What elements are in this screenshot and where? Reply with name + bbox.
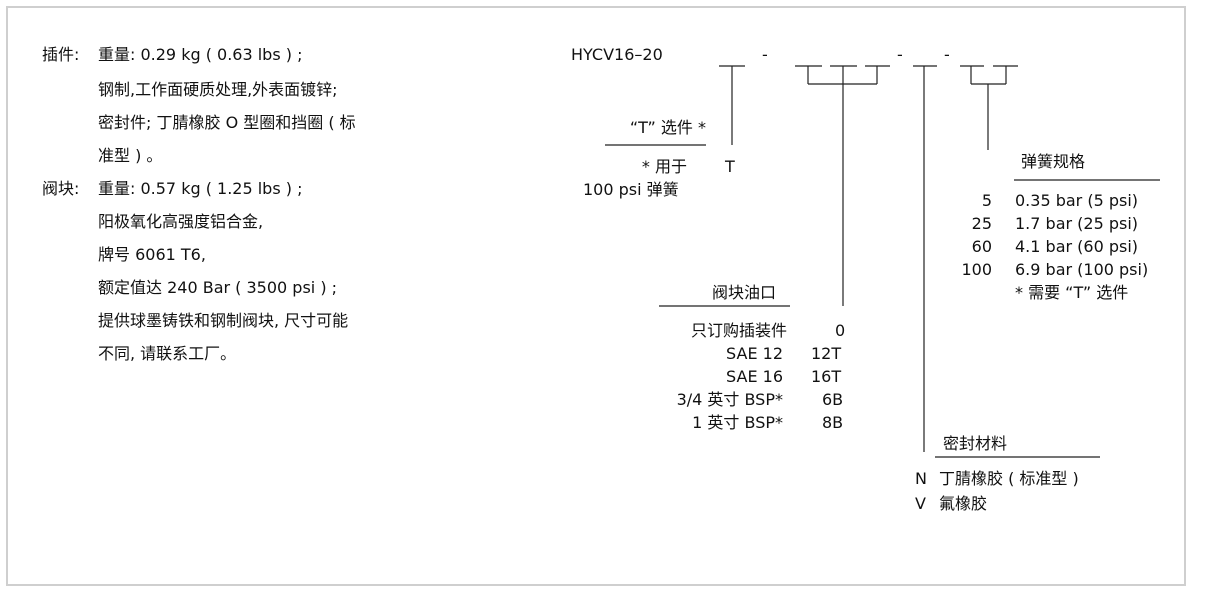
- t-option-note: * 用于: [641, 157, 687, 176]
- port-option-code: 8B: [822, 413, 844, 432]
- body-line: 不同, 请联系工厂。: [98, 344, 237, 363]
- t-option-title: “T” 选件 *: [629, 118, 706, 137]
- port-option-label: 只订购插装件: [690, 321, 787, 340]
- ports-title: 阀块油口: [712, 283, 777, 302]
- spring-option-code: 25: [971, 214, 992, 233]
- body-line: 阳极氧化高强度铝合金,: [98, 212, 264, 231]
- springs-title: 弹簧规格: [1021, 152, 1086, 171]
- seal-option-label: 氟橡胶: [939, 494, 988, 513]
- cartridge-line: 准型 ) 。: [98, 146, 163, 165]
- spring-option-code: 100: [961, 260, 992, 279]
- cartridge-weight: 重量: 0.29 kg ( 0.63 lbs ) ;: [98, 45, 303, 64]
- model-code: HYCV16–20: [571, 45, 663, 64]
- spring-option-code: 60: [971, 237, 992, 256]
- code-separator: -: [944, 45, 950, 64]
- body-line: 额定值达 240 Bar ( 3500 psi ) ;: [98, 278, 338, 297]
- spring-option-code: 5: [981, 191, 992, 210]
- spring-option-label: 4.1 bar (60 psi): [1015, 237, 1139, 256]
- spring-option-label: 1.7 bar (25 psi): [1015, 214, 1139, 233]
- port-option-label: SAE 16: [726, 367, 783, 386]
- body-line: 提供球墨铸铁和钢制阀块, 尺寸可能: [98, 311, 349, 330]
- port-option-label: 1 英寸 BSP*: [692, 413, 783, 432]
- body-line: 牌号 6061 T6,: [98, 245, 206, 264]
- document-frame: [6, 6, 1186, 586]
- t-option-note: 100 psi 弹簧: [583, 180, 679, 199]
- port-option-code: 0: [835, 321, 846, 340]
- port-option-code: 12T: [811, 344, 842, 363]
- spring-note: * 需要 “T” 选件: [1015, 283, 1129, 302]
- seal-option-label: 丁腈橡胶 ( 标准型 ): [939, 469, 1079, 488]
- spring-option-label: 0.35 bar (5 psi): [1015, 191, 1139, 210]
- seals-title: 密封材料: [943, 434, 1008, 453]
- code-separator: -: [897, 45, 903, 64]
- code-separator: -: [762, 45, 768, 64]
- body-weight: 重量: 0.57 kg ( 1.25 lbs ) ;: [98, 179, 303, 198]
- port-option-label: 3/4 英寸 BSP*: [676, 390, 783, 409]
- t-option-code: T: [725, 157, 735, 176]
- port-option-code: 6B: [822, 390, 844, 409]
- port-option-code: 16T: [811, 367, 842, 386]
- cartridge-label: 插件:: [42, 45, 80, 64]
- spring-option-label: 6.9 bar (100 psi): [1015, 260, 1149, 279]
- cartridge-line: 钢制,工作面硬质处理,外表面镀锌;: [98, 80, 338, 99]
- seal-option-code: V: [915, 494, 926, 513]
- body-label: 阀块:: [42, 179, 80, 198]
- cartridge-line: 密封件; 丁腈橡胶 O 型圈和挡圈 ( 标: [98, 113, 356, 132]
- seal-option-code: N: [915, 469, 927, 488]
- port-option-label: SAE 12: [726, 344, 783, 363]
